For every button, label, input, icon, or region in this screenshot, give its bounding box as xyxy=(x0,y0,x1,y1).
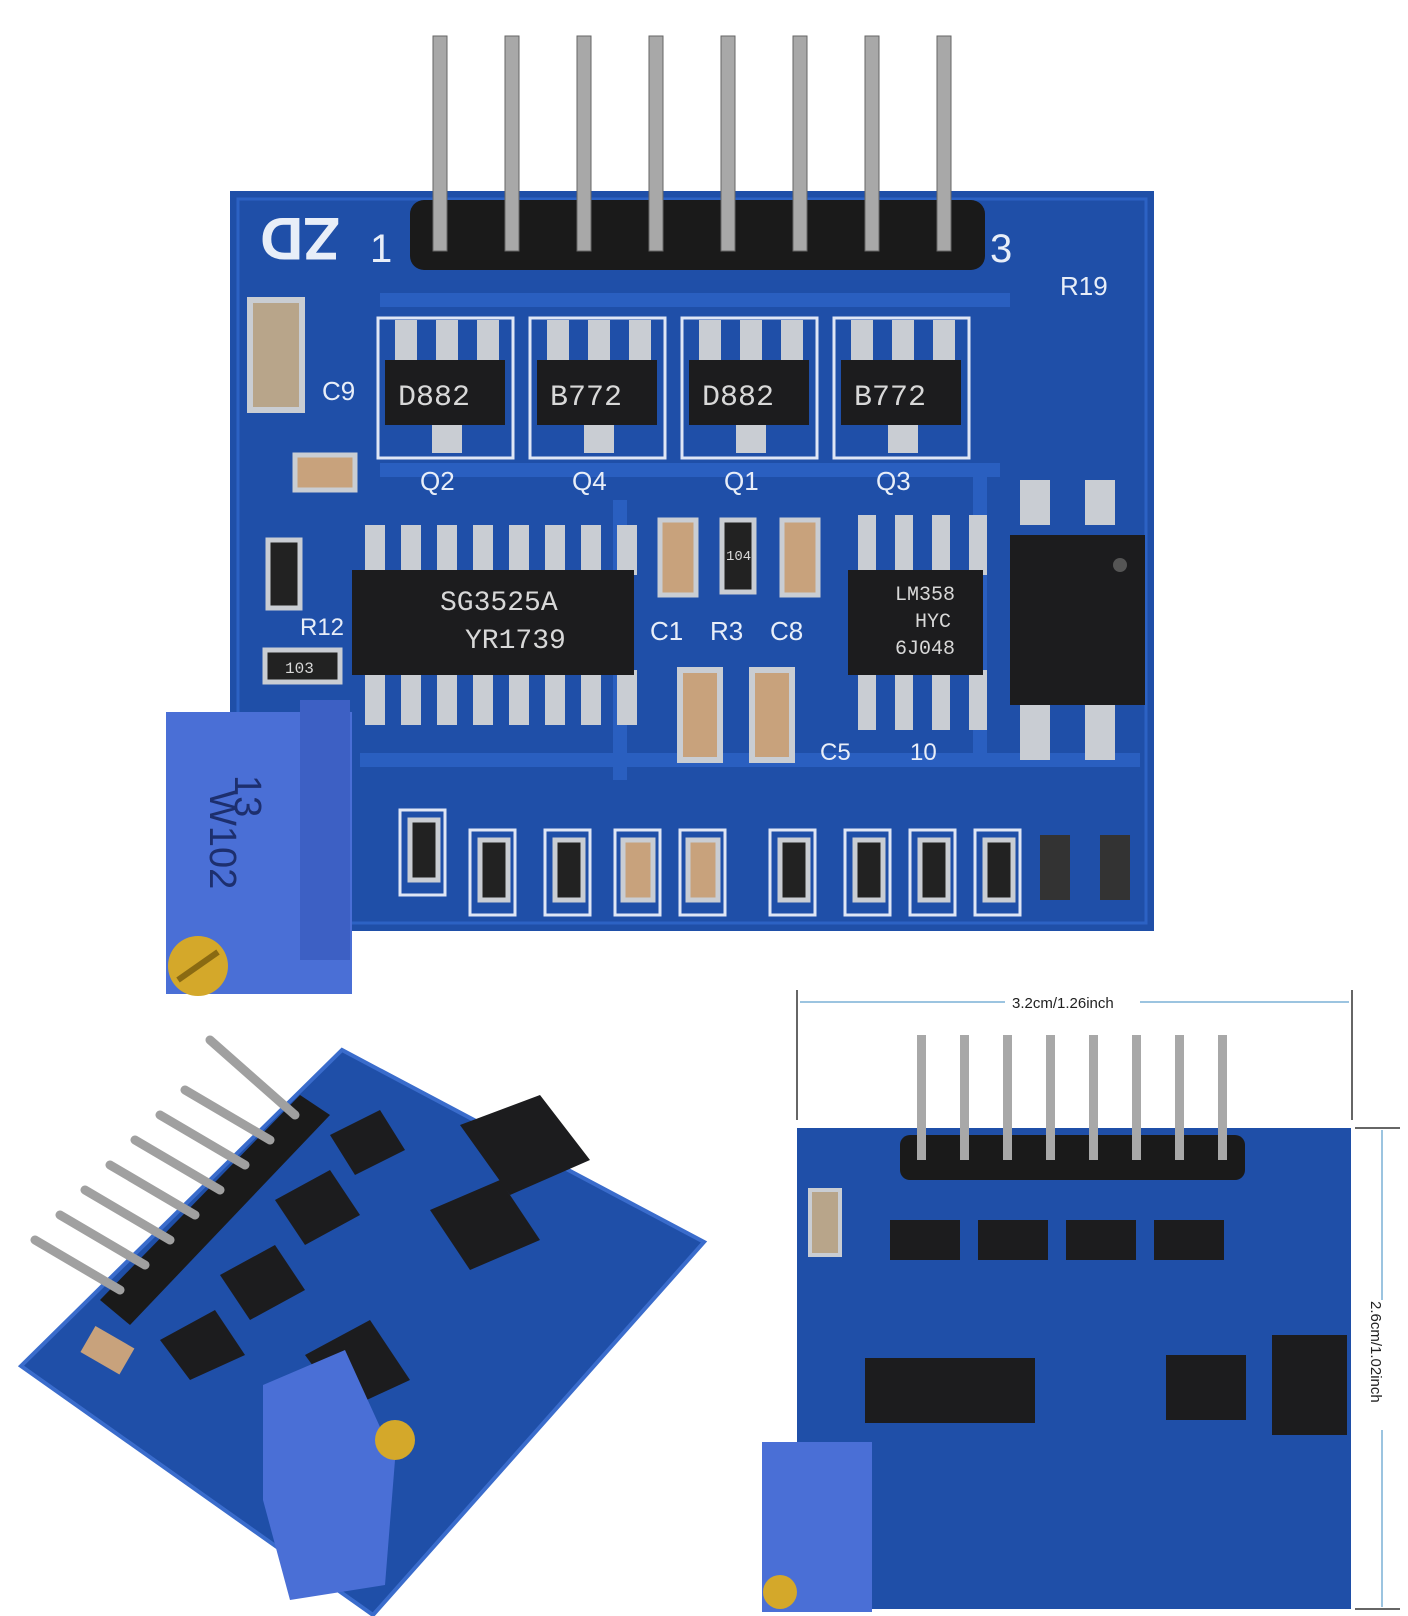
r3-label: R3 xyxy=(710,616,743,646)
board-dimensioned-view xyxy=(762,1035,1351,1612)
pot-line2: W102 xyxy=(201,790,243,889)
pot-line1: 13 xyxy=(226,775,268,817)
width-label: 3.2cm/1.26inch xyxy=(1012,995,1114,1012)
resistor-code-104: 104 xyxy=(726,549,751,565)
c5-label: C5 xyxy=(820,739,851,766)
r12-label: R12 xyxy=(300,614,344,641)
pin-header xyxy=(410,35,985,270)
trimmer-potentiometer: 13 W102 xyxy=(166,700,352,996)
board-top-view: ZD 1 3 R19 D882 Q2 B772 Q4 D882 Q1 xyxy=(166,35,1154,996)
ic-lm358: LM358 HYC 6J048 xyxy=(848,515,987,730)
ic-opamp-line1: LM358 xyxy=(895,584,955,607)
dimension-width: 3.2cm/1.26inch xyxy=(796,990,1353,1120)
ic-pwm-line2: YR1739 xyxy=(465,626,566,657)
q3-marking: B772 xyxy=(854,381,926,415)
c1-label: C1 xyxy=(650,616,683,646)
q4-marking: B772 xyxy=(550,381,622,415)
ic-sg3525: SG3525A YR1739 xyxy=(352,525,637,725)
q1-marking: D882 xyxy=(702,381,774,415)
pin-last-label: 3 xyxy=(990,227,1012,271)
q4-label: Q4 xyxy=(572,466,607,496)
pin1-label: 1 xyxy=(370,227,392,271)
c9-label: C9 xyxy=(322,376,355,406)
q1-label: Q1 xyxy=(724,466,759,496)
r10-label: 10 xyxy=(910,739,937,766)
ic-opamp-line3: 6J048 xyxy=(895,638,955,661)
resistor-code: 103 xyxy=(285,660,314,678)
q3-label: Q3 xyxy=(876,466,911,496)
optocoupler xyxy=(1010,480,1145,760)
bottom-component-row xyxy=(398,808,1130,917)
dimension-height: 2.6cm/1.02inch xyxy=(1355,1127,1400,1610)
brand-silkscreen: ZD xyxy=(260,205,340,272)
transistor-row: D882 Q2 B772 Q4 D882 Q1 B772 Q3 xyxy=(376,316,971,496)
r19-label: R19 xyxy=(1060,271,1108,301)
ic-pwm-line1: SG3525A xyxy=(440,588,558,619)
board-angled-view xyxy=(17,1035,708,1616)
q2-label: Q2 xyxy=(420,466,455,496)
q2-marking: D882 xyxy=(398,381,470,415)
c8-label: C8 xyxy=(770,616,803,646)
ic-opamp-line2: HYC xyxy=(915,611,951,634)
height-label: 2.6cm/1.02inch xyxy=(1367,1301,1384,1403)
